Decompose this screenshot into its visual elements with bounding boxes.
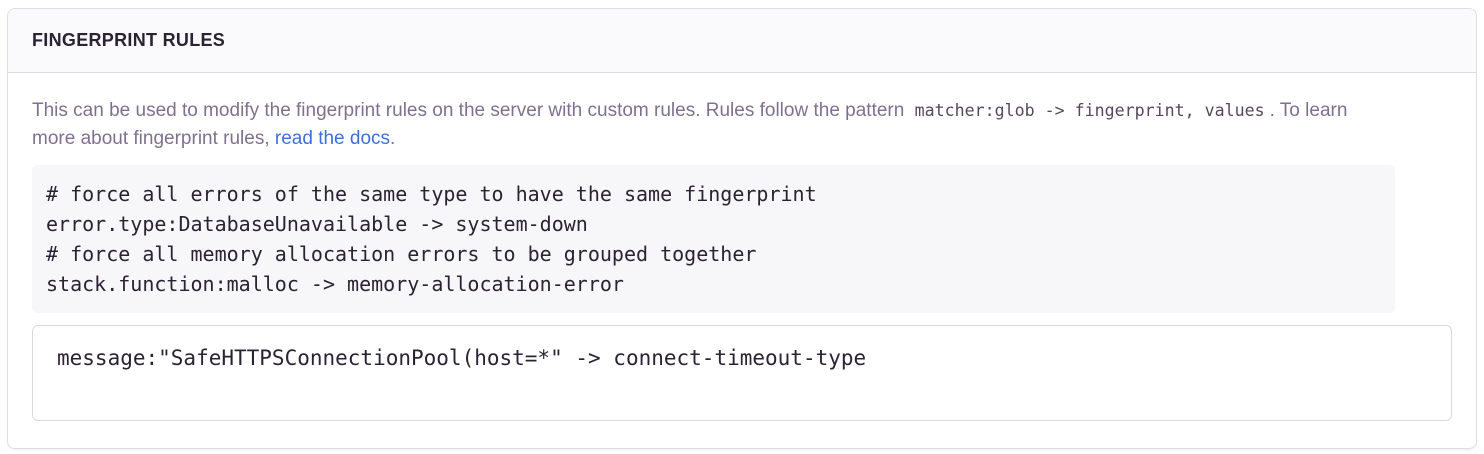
code-example-block: # force all errors of the same type to h… — [32, 165, 1395, 313]
pattern-inline-code: matcher:glob -> fingerprint, values — [914, 101, 1265, 120]
read-the-docs-link[interactable]: read the docs — [274, 128, 391, 149]
description-text-after: . — [390, 128, 396, 149]
field-description: This can be used to modify the fingerpri… — [32, 97, 1395, 153]
fingerprint-rules-textarea[interactable]: message:"SafeHTTPSConnectionPool(host=*"… — [32, 325, 1452, 421]
panel-title: FINGERPRINT RULES — [32, 30, 226, 50]
description-text-before: This can be used to modify the fingerpri… — [32, 100, 910, 121]
panel-body: This can be used to modify the fingerpri… — [8, 73, 1476, 448]
panel-header: FINGERPRINT RULES — [8, 9, 1476, 73]
fingerprint-rules-panel: FINGERPRINT RULES This can be used to mo… — [7, 8, 1477, 449]
description-text-middle: . To learn more about fingerprint rules, — [32, 100, 1348, 149]
